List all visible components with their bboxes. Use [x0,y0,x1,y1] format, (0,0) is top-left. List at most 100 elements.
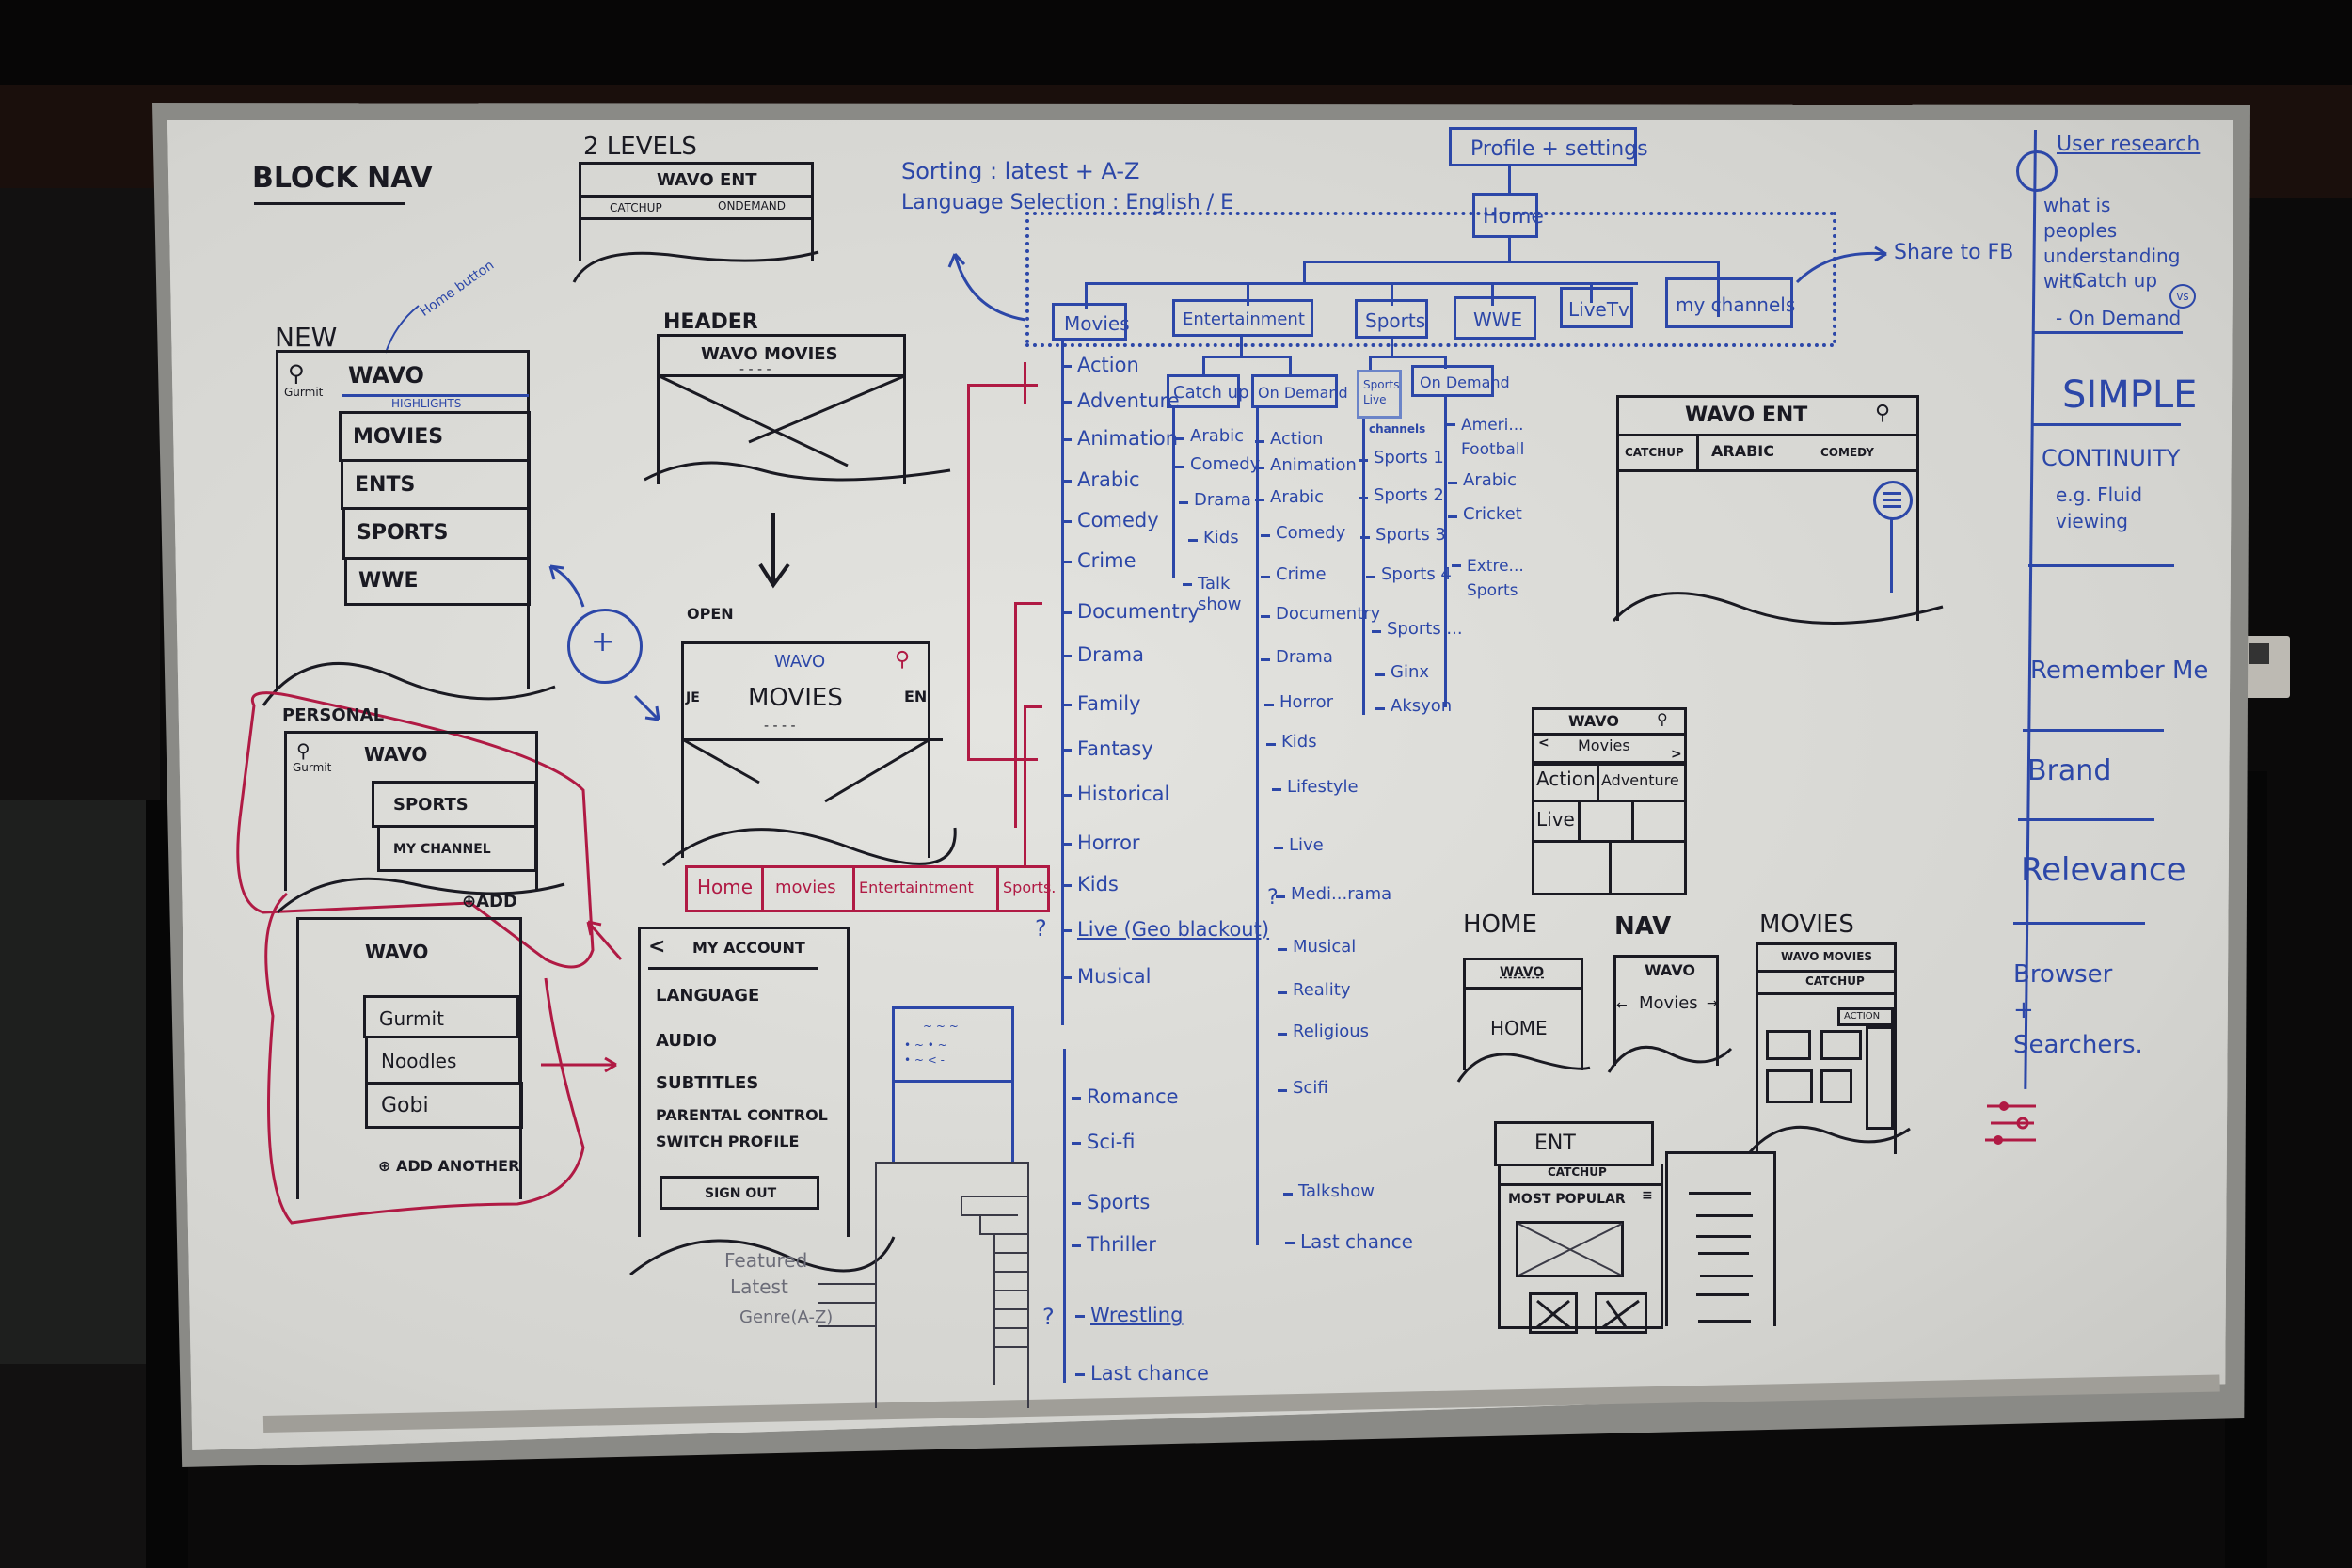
menu-item-my-channel[interactable]: MY CHANNEL [377,825,537,872]
ondemand-musical[interactable]: Musical [1277,937,1357,957]
genre-kids[interactable]: Kids [1062,873,1119,895]
sign-out-button[interactable]: SIGN OUT [660,1176,819,1210]
menu-item-ents[interactable]: ENTS [341,459,531,510]
ondemand-kids[interactable]: Kids [1266,732,1317,752]
genre-crime[interactable]: Crime [1062,549,1136,572]
ondemand-reality[interactable]: Reality [1278,980,1351,1000]
setting-switch-profile[interactable]: SWITCH PROFILE [656,1132,800,1150]
add-another-button[interactable]: ⊕ ADD ANOTHER [378,1159,519,1174]
genre-romance[interactable]: Romance [1072,1085,1179,1108]
sport-american-football[interactable]: Ameri... Football [1446,414,1524,462]
genre-horror[interactable]: Horror [1062,832,1140,854]
tab-home[interactable]: Home [688,868,764,910]
tab-arabic[interactable]: ARABIC [1711,442,1774,460]
menu-item-movies[interactable]: MOVIES [339,411,531,462]
tab-entertainment[interactable]: Entertaintment [855,868,999,910]
tab-sports[interactable]: Sports. [999,868,1056,910]
catchup-arabic[interactable]: Arabic [1174,426,1245,446]
sport-arabic[interactable]: Arabic [1447,470,1518,490]
filter-icon[interactable]: ≡ [1642,1188,1653,1203]
ondemand-crime[interactable]: Crime [1261,564,1327,584]
setting-parental-control[interactable]: PARENTAL CONTROL [656,1106,828,1124]
sitemap-node-home[interactable]: Home [1472,193,1544,238]
back-icon[interactable]: < [648,935,666,958]
ondemand-religious[interactable]: Religious [1278,1022,1369,1041]
profile-gurmit[interactable]: Gurmit [363,995,519,1038]
ondemand-lifestyle[interactable]: Lifestyle [1272,777,1359,797]
sort-option-genre[interactable]: Genre(A-Z) [739,1307,834,1327]
thumb[interactable] [1820,1069,1852,1103]
next-arrow-icon[interactable]: → [1707,996,1718,1011]
add-button[interactable]: ⊕ADD [462,894,517,911]
sitemap-node-entertainment[interactable]: Entertainment [1172,299,1313,337]
sitemap-node-sports-live[interactable]: Sports Live [1357,370,1402,419]
tab-catchup[interactable]: CATCHUP [1625,446,1684,459]
sitemap-node-profile-settings[interactable]: Profile + settings [1449,127,1648,166]
sport-extreme-sports[interactable]: Extre... Sports [1452,555,1524,603]
setting-audio[interactable]: AUDIO [656,1031,717,1051]
genre-live[interactable]: Live (Geo blackout) [1061,918,1270,941]
ondemand-animation[interactable]: Animation [1255,455,1357,475]
channel-sports-4[interactable]: Sports 4 [1366,564,1452,584]
channel-ginx[interactable]: Ginx [1375,662,1430,682]
genre-thriller[interactable]: Thriller [1072,1233,1156,1256]
search-icon[interactable]: ⚲ [1875,402,1891,425]
sitemap-node-catch-up[interactable]: Catch up [1167,374,1249,408]
prev-section-peek[interactable]: JE [686,690,700,705]
sitemap-node-movies[interactable]: Movies [1052,303,1130,341]
tile-live[interactable]: Live [1532,800,1581,843]
catchup-talk-show[interactable]: Talk show [1183,574,1242,614]
prev-icon[interactable]: < [1538,736,1549,751]
catchup-kids[interactable]: Kids [1188,528,1239,547]
ondemand-arabic[interactable]: Arabic [1254,487,1325,507]
thumb[interactable] [1766,1030,1811,1060]
menu-item-sports[interactable]: SPORTS [372,781,537,828]
sitemap-node-on-demand[interactable]: On Demand [1251,374,1348,408]
channel-sports-2[interactable]: Sports 2 [1359,485,1444,505]
featured-image-placeholder[interactable] [1516,1221,1624,1277]
sitemap-node-wwe[interactable]: WWE [1454,296,1536,340]
ondemand-action[interactable]: Action [1254,429,1324,449]
catchup-comedy[interactable]: Comedy [1174,454,1261,474]
channel-sports-more[interactable]: Sports ... [1372,619,1463,639]
tile-empty[interactable] [1609,840,1687,895]
next-icon[interactable]: > [1671,747,1682,762]
tab-catchup[interactable]: CATCHUP [1805,974,1865,988]
genre-sports[interactable]: Sports [1071,1191,1151,1213]
profile-noodles[interactable]: Noodles [365,1036,521,1085]
ondemand-documentry[interactable]: Documentry [1260,604,1381,624]
sitemap-node-livetv[interactable]: LiveTv [1560,287,1633,328]
thumb[interactable] [1529,1292,1578,1334]
prev-arrow-icon[interactable]: ← [1616,998,1628,1013]
ondemand-drama[interactable]: Drama [1261,647,1333,667]
genre-musical[interactable]: Musical [1061,965,1152,988]
sort-option-latest[interactable]: Latest [730,1275,788,1298]
genre-comedy[interactable]: Comedy [1062,509,1159,531]
profile-gobi[interactable]: Gobi [365,1082,523,1129]
tile-action[interactable]: Action [1532,761,1599,802]
ondemand-horror[interactable]: Horror [1263,692,1334,712]
genre-family[interactable]: Family [1062,692,1141,715]
channel-sports-3[interactable]: Sports 3 [1360,525,1446,545]
catchup-drama[interactable]: Drama [1179,490,1251,510]
genre-adventure[interactable]: Adventure [1062,389,1180,412]
tab-comedy[interactable]: COMEDY [1820,446,1874,459]
tile-empty[interactable] [1532,840,1612,895]
tile-adventure[interactable]: Adventure [1597,761,1687,802]
thumb[interactable] [1766,1069,1813,1103]
sitemap-node-my-channels[interactable]: my channels [1665,277,1795,328]
genre-sci-fi[interactable]: Sci-fi [1072,1131,1136,1153]
ondemand-last-chance[interactable]: Last chance [1285,1230,1413,1253]
add-circle-button[interactable]: + [567,609,643,684]
search-icon[interactable]: ⚲ [1657,710,1668,728]
sitemap-node-sports[interactable]: Sports [1355,299,1428,339]
ondemand-medirama[interactable]: Medi...rama [1275,884,1392,904]
genre-drama[interactable]: Drama [1062,643,1144,666]
ondemand-comedy[interactable]: Comedy [1260,523,1346,543]
thumb[interactable] [1820,1030,1862,1060]
tab-movies[interactable]: movies [764,868,855,910]
sort-option-featured[interactable]: Featured [724,1249,808,1272]
ondemand-talkshow[interactable]: Talkshow [1283,1181,1375,1201]
genre-action[interactable]: Action [1062,354,1139,376]
sitemap-node-sports-on-demand[interactable]: On Demand [1411,365,1510,397]
